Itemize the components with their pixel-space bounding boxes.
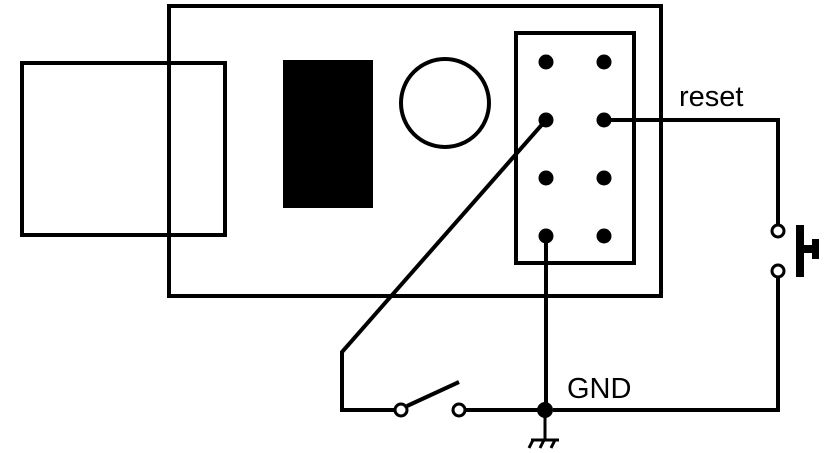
switch-lever: [406, 380, 460, 408]
header-pin: [596, 54, 612, 70]
header-pin: [538, 170, 554, 186]
gnd-label: GND: [567, 373, 632, 405]
reset-label: reset: [679, 81, 744, 113]
header-pins: [538, 54, 612, 244]
switch-contact-right: [451, 402, 467, 418]
reset-return-wire: [553, 277, 780, 412]
header-pin: [596, 228, 612, 244]
reset-button-contact-top: [770, 223, 786, 239]
board-outline: [167, 4, 663, 298]
reset-wire: [604, 118, 780, 225]
chip-block: [283, 60, 373, 208]
reset-button-contact-bottom: [770, 263, 786, 279]
switch-contact-left: [393, 402, 409, 418]
header-pin: [538, 54, 554, 70]
header-pin: [596, 170, 612, 186]
reset-pushbutton-icon: [796, 225, 819, 277]
ground-icon: [527, 410, 559, 449]
pin-header: [514, 31, 636, 265]
round-component: [399, 57, 491, 149]
switch-wire: [340, 118, 548, 412]
power-jack: [20, 61, 227, 237]
